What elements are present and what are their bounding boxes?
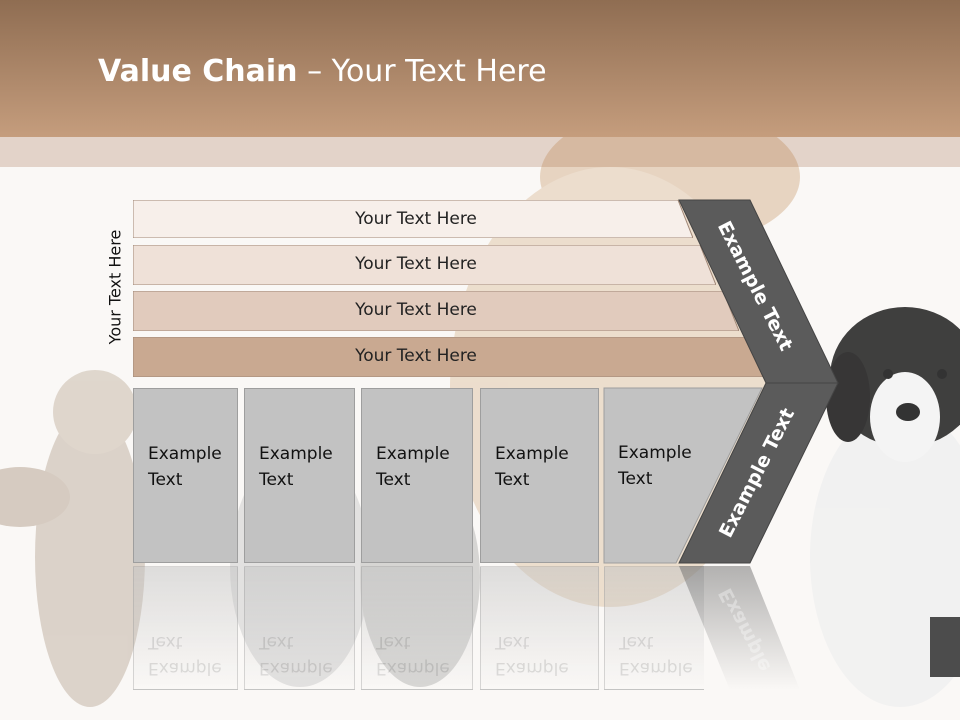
value-bar-4[interactable]: Your Text Here	[133, 337, 763, 377]
value-bar-3[interactable]: Your Text Here	[133, 291, 739, 331]
box-line-2: Text	[259, 470, 294, 490]
title-rest: – Your Text Here	[307, 54, 547, 89]
box-line-1: Example	[495, 444, 569, 464]
box-line-2: Text	[495, 470, 530, 490]
box-line-1: Example	[148, 444, 222, 464]
page-title: Value Chain – Your Text Here	[98, 54, 547, 89]
bar-label: Your Text Here	[355, 254, 477, 274]
box-line-2: Text	[618, 469, 653, 489]
bar-label: Your Text Here	[355, 346, 477, 366]
bar-shape	[133, 337, 763, 377]
box-line-2: Text	[148, 470, 183, 490]
header-banner	[0, 0, 960, 137]
box-line-1: Example	[259, 444, 333, 464]
header-band	[0, 137, 960, 167]
chevron-reflection	[679, 566, 800, 690]
bar-label: Your Text Here	[355, 300, 477, 320]
chevron-lower-arm[interactable]	[678, 382, 839, 564]
value-bar-1[interactable]: Your Text Here	[133, 200, 693, 238]
box-line-1: Example	[618, 443, 692, 463]
box-line-2: Text	[376, 470, 411, 490]
bar-shape	[133, 291, 739, 331]
bar-shape	[133, 200, 693, 238]
value-bar-2[interactable]: Your Text Here	[133, 245, 716, 285]
box-line-1: Example	[376, 444, 450, 464]
bar-shape	[133, 245, 716, 285]
title-bold: Value Chain	[98, 54, 298, 89]
bar-label: Your Text Here	[355, 209, 477, 229]
